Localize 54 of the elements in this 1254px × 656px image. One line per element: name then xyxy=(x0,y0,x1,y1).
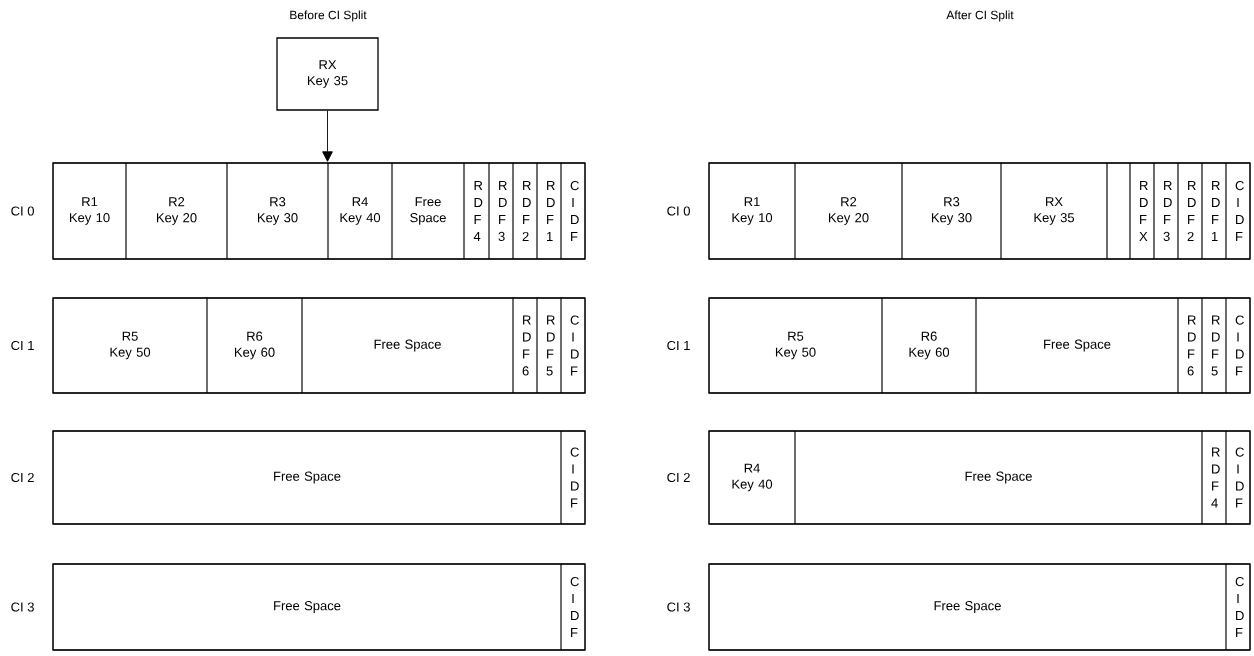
record-cell: Free Space xyxy=(52,430,562,525)
record-cell: R D F 3 xyxy=(488,162,514,260)
record-cell: R1 Key 10 xyxy=(708,162,796,260)
record-cell: R D F 5 xyxy=(536,297,562,394)
record-cell: C I D F xyxy=(1225,563,1251,651)
record-cell: Free Space xyxy=(391,162,465,260)
record-cell: Free Space xyxy=(708,563,1227,651)
row-label: CI 3 xyxy=(667,602,690,612)
empty-cell xyxy=(1106,162,1131,260)
record-cell: R5 Key 50 xyxy=(52,297,208,394)
row-label: CI 0 xyxy=(11,206,34,216)
record-cell: R1 Key 10 xyxy=(52,162,127,260)
arrow xyxy=(322,110,333,162)
record-cell: Free Space xyxy=(794,430,1203,525)
heading: After CI Split xyxy=(946,10,1014,22)
record-box: RX Key 35 xyxy=(276,37,379,111)
record-cell: R D F 1 xyxy=(536,162,562,260)
record-cell: R6 Key 60 xyxy=(206,297,303,394)
record-cell: R4 Key 40 xyxy=(708,430,796,525)
record-cell: C I D F xyxy=(1225,162,1251,260)
record-cell: R D F 6 xyxy=(512,297,538,394)
record-cell: C I D F xyxy=(560,297,586,394)
record-cell: C I D F xyxy=(1225,430,1251,525)
record-cell: Free Space xyxy=(301,297,514,394)
record-cell: R D F 4 xyxy=(463,162,490,260)
record-cell: R5 Key 50 xyxy=(708,297,883,394)
row-label: CI 0 xyxy=(667,206,690,216)
row-label: CI 2 xyxy=(11,472,34,483)
row-label: CI 3 xyxy=(11,602,34,612)
record-cell: R2 Key 20 xyxy=(794,162,903,260)
record-cell: R D F 6 xyxy=(1177,297,1203,394)
record-cell: Free Space xyxy=(52,563,562,651)
record-cell: R D F 2 xyxy=(1177,162,1203,260)
record-cell: R D F 2 xyxy=(512,162,538,260)
record-cell: R6 Key 60 xyxy=(881,297,977,394)
record-cell: Free Space xyxy=(975,297,1179,394)
row-label: CI 1 xyxy=(667,340,690,351)
record-cell: R4 Key 40 xyxy=(327,162,393,260)
row-label: CI 1 xyxy=(11,340,34,351)
record-cell: R D F 4 xyxy=(1201,430,1227,525)
heading: Before CI Split xyxy=(290,10,367,22)
record-cell: R D F 5 xyxy=(1201,297,1227,394)
record-cell: R2 Key 20 xyxy=(125,162,228,260)
record-cell: R3 Key 30 xyxy=(901,162,1002,260)
record-cell: R3 Key 30 xyxy=(226,162,329,260)
record-cell: RX Key 35 xyxy=(1000,162,1108,260)
record-cell: C I D F xyxy=(560,430,586,525)
record-cell: R D F 1 xyxy=(1201,162,1227,260)
record-cell: C I D F xyxy=(560,162,586,260)
record-cell: C I D F xyxy=(560,563,586,651)
record-cell: R D F X xyxy=(1129,162,1155,260)
row-label: CI 2 xyxy=(667,472,690,483)
record-cell: C I D F xyxy=(1225,297,1251,394)
record-cell: R D F 3 xyxy=(1153,162,1179,260)
